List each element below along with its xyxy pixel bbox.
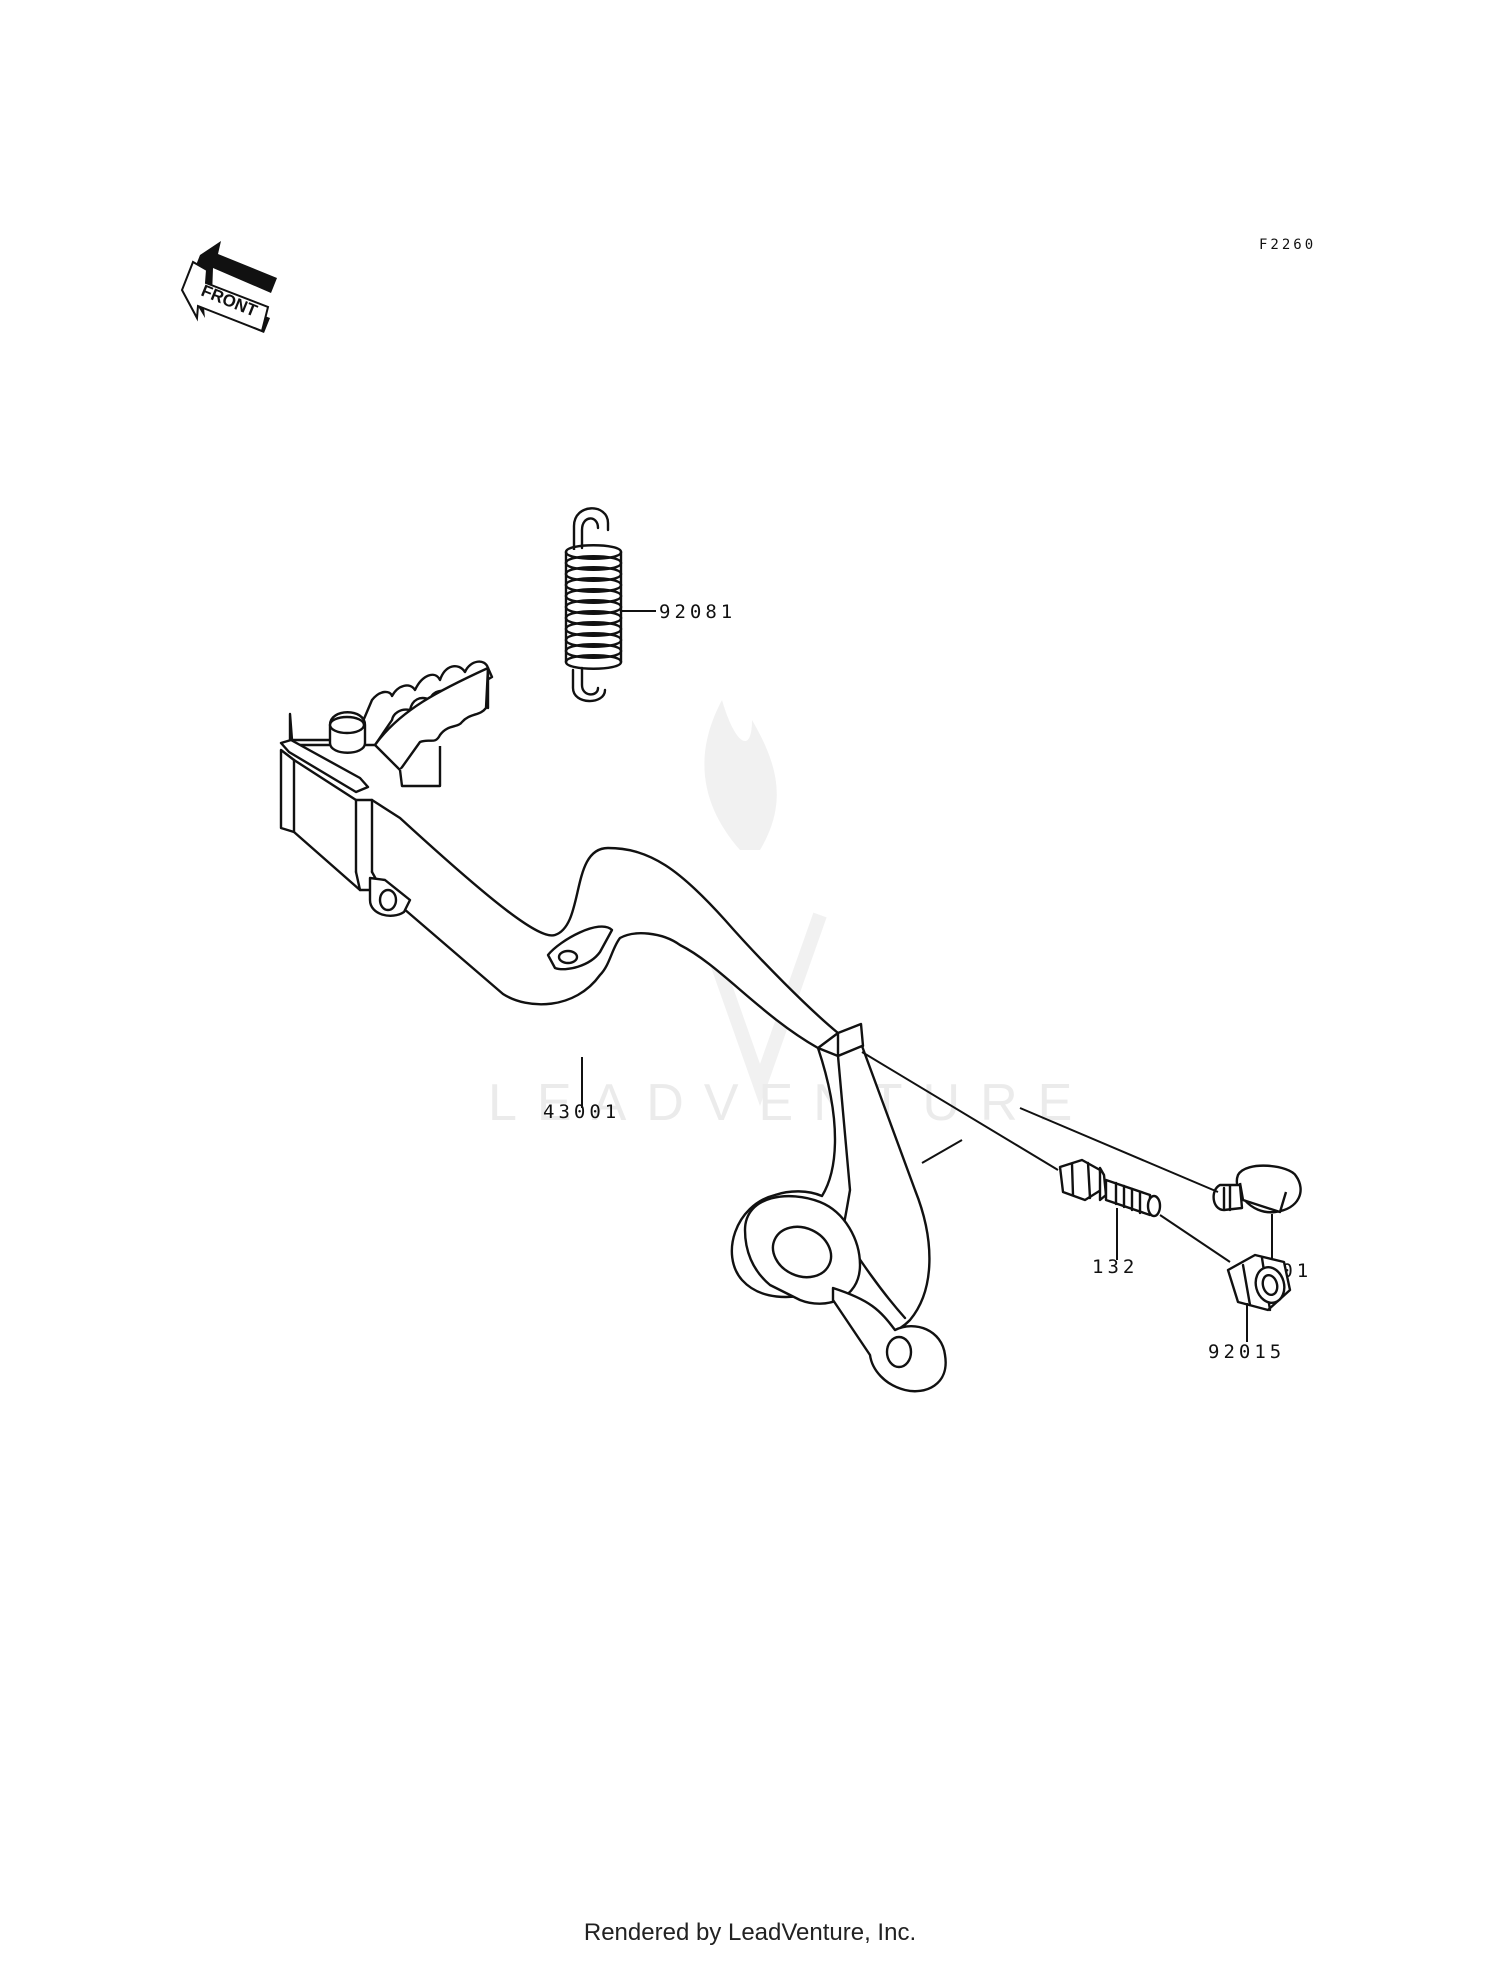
- brake-pedal-43001: [279, 660, 947, 1393]
- nut-92015: [1226, 1253, 1292, 1312]
- watermark: LEADVENTURE: [488, 700, 1092, 1132]
- assembly-lines: [861, 1051, 1231, 1263]
- watermark-flame-icon: [704, 700, 777, 850]
- footer-credit: Rendered by LeadVenture, Inc.: [584, 1919, 916, 1946]
- part-label-92015: 92015: [1208, 1341, 1285, 1363]
- watermark-text: LEADVENTURE: [488, 1074, 1092, 1132]
- diagram-code: F2260: [1259, 237, 1316, 253]
- part-label-132: 132: [1092, 1256, 1138, 1278]
- washer-92001: [1212, 1164, 1302, 1214]
- spring-92081: [564, 507, 623, 703]
- bolt-132: [1058, 1158, 1162, 1218]
- part-label-92081: 92081: [659, 601, 736, 623]
- part-label-43001: 43001: [543, 1101, 620, 1123]
- front-arrow-icon: FRONT: [180, 241, 277, 333]
